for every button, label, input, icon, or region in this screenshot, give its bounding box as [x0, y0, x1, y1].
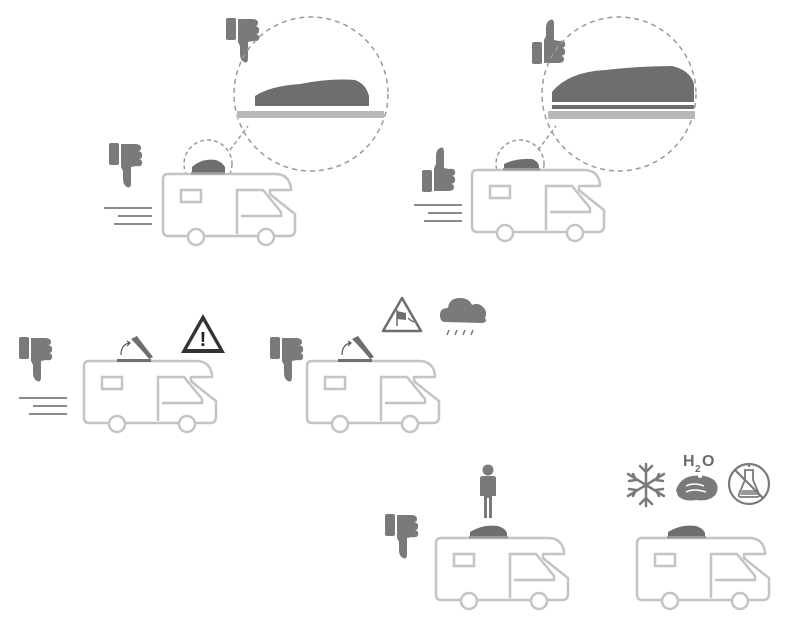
panel-open-wind-rain-bad — [270, 296, 487, 434]
snowflake-icon — [626, 462, 666, 508]
water-formula-sub: 2 — [695, 464, 701, 475]
thumbs-up-icon — [422, 147, 456, 192]
motorhome — [82, 359, 218, 434]
motorhome — [470, 168, 606, 243]
thumbs-up-icon — [532, 19, 566, 64]
warning-mark: ! — [200, 329, 207, 351]
motorhome — [305, 359, 441, 434]
speed-lines — [18, 397, 68, 415]
thumbs-down-icon — [109, 143, 143, 188]
roof-box — [503, 158, 540, 171]
water-formula-h: H — [683, 453, 695, 470]
roof-box-open — [116, 335, 154, 363]
no-chemicals-icon — [727, 462, 771, 506]
wind-warning-icon — [381, 296, 423, 333]
motorhome — [434, 536, 570, 611]
motorhome — [635, 536, 771, 611]
warning-triangle-icon: ! — [181, 314, 225, 353]
roof-box — [667, 525, 706, 539]
motorhome — [161, 172, 297, 247]
speed-lines — [413, 204, 463, 222]
water-formula-o: O — [702, 453, 714, 470]
thumbs-down-icon — [270, 337, 304, 382]
roof-box-enlarged — [552, 66, 694, 102]
magnifier-circle — [233, 16, 389, 172]
roof-rail-enlarged — [548, 111, 695, 119]
panel-open-driving-bad: ! — [18, 314, 225, 434]
panel-standing-on-roof-bad — [385, 464, 570, 611]
magnifier-circle — [541, 16, 697, 172]
roof-box-open — [337, 335, 375, 363]
roof-box — [469, 525, 508, 539]
panel-maintenance: H 2 O — [626, 453, 771, 611]
thumbs-down-icon — [226, 18, 260, 63]
panel-speed-closed-bad — [103, 16, 389, 247]
panel-speed-closed-good — [413, 16, 697, 243]
water-hand-icon: H 2 O — [676, 453, 718, 501]
roof-box — [191, 159, 225, 175]
thumbs-down-icon — [385, 514, 419, 559]
roof-rail-enlarged — [237, 111, 384, 118]
thumbs-down-icon — [19, 337, 53, 382]
roof-box-enlarged — [255, 79, 369, 106]
person-icon — [480, 464, 496, 518]
rain-cloud-icon — [440, 298, 487, 336]
speed-lines — [103, 207, 153, 225]
